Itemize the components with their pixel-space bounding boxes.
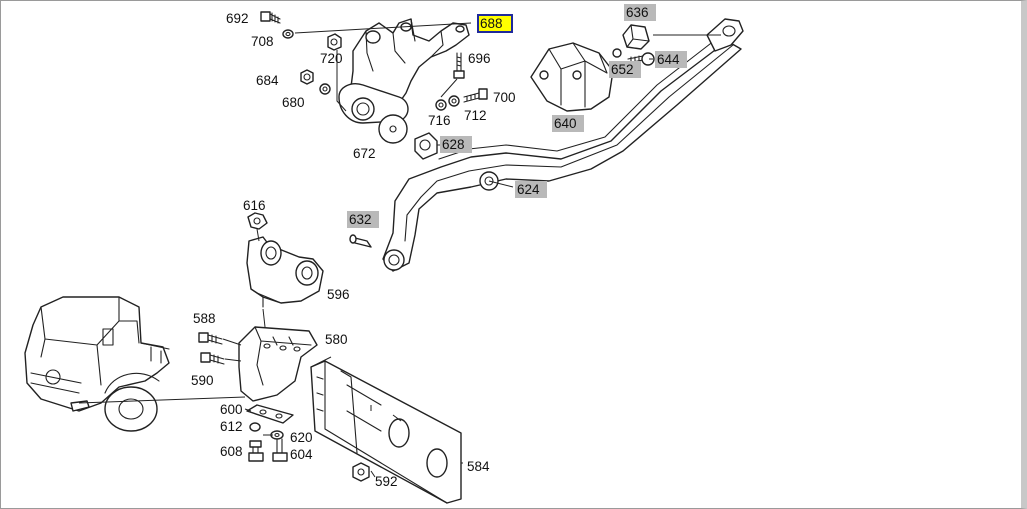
part-number-620: 620 [290,430,313,445]
part-number-580: 580 [325,332,348,347]
mounting-bracket-688-drawing [338,18,470,124]
part-number-616: 616 [243,198,266,213]
leader-lines-top [294,22,472,112]
pin-632-drawing [349,234,372,248]
plate-and-fasteners-drawing [246,404,294,462]
part-number-592: 592 [375,474,398,489]
part-number-680: 680 [282,95,305,110]
hanger-bracket-596-drawing [246,212,324,308]
truck-illustration [24,296,246,432]
part-label-644-highlight [655,51,687,68]
part-label-688-highlight [477,14,513,33]
part-number-588: 588 [193,311,216,326]
part-label-592[interactable]: 592 [375,474,398,489]
part-number-652: 652 [611,62,634,77]
part-number-644: 644 [657,52,680,67]
part-number-584: 584 [467,459,490,474]
part-number-708: 708 [251,34,274,49]
part-number-636: 636 [626,5,649,20]
part-label-644[interactable]: 644 [655,51,687,68]
part-label-616[interactable]: 616 [243,198,266,213]
part-label-580[interactable]: 580 [325,332,348,347]
part-label-700[interactable]: 700 [493,90,516,105]
part-label-652[interactable]: 652 [609,61,641,78]
part-number-604: 604 [290,447,313,462]
part-label-640-highlight [552,115,584,132]
part-label-640[interactable]: 640 [552,115,584,132]
part-label-688[interactable]: 688 [477,14,513,33]
part-number-692: 692 [226,11,249,26]
part-number-612: 612 [220,419,243,434]
part-label-684[interactable]: 684 [256,73,279,88]
part-label-628-highlight [440,136,472,153]
part-number-684: 684 [256,73,279,88]
part-label-636[interactable]: 636 [624,4,656,21]
part-label-608[interactable]: 608 [220,444,243,459]
part-label-624[interactable]: 624 [515,181,547,198]
part-label-652-highlight [609,61,641,78]
part-number-672: 672 [353,146,376,161]
part-number-624: 624 [517,182,540,197]
bushing-628-drawing [414,132,438,160]
rubber-mount-640-drawing [530,42,614,112]
part-label-624-highlight [515,181,547,198]
part-number-596: 596 [327,287,350,302]
part-label-604[interactable]: 604 [290,447,313,462]
part-number-720: 720 [320,51,343,66]
part-label-636-highlight [624,4,656,21]
bolts-588-590-drawing [198,332,225,365]
part-number-712: 712 [464,108,487,123]
part-label-712[interactable]: 712 [464,108,487,123]
part-label-680[interactable]: 680 [282,95,305,110]
part-label-720[interactable]: 720 [320,51,343,66]
part-label-620[interactable]: 620 [290,430,313,445]
bracket-580-drawing [238,308,318,402]
leader-lines-bottom [222,338,463,478]
part-number-688: 688 [480,16,503,31]
part-number-628: 628 [442,137,465,152]
spring-assembly-624-drawing [382,18,744,272]
part-label-692[interactable]: 692 [226,11,249,26]
part-number-700: 700 [493,90,516,105]
part-label-632-highlight [347,211,379,228]
part-label-588[interactable]: 588 [193,311,216,326]
part-number-608: 608 [220,444,243,459]
part-number-640: 640 [554,116,577,131]
part-number-600: 600 [220,402,243,417]
part-label-716[interactable]: 716 [428,113,451,128]
frame-rail-584-drawing [310,360,462,504]
part-label-708[interactable]: 708 [251,34,274,49]
part-number-696: 696 [468,51,491,66]
part-label-612[interactable]: 612 [220,419,243,434]
part-label-672[interactable]: 672 [353,146,376,161]
stop-block-636-drawing [612,24,655,66]
part-label-628[interactable]: 628 [440,136,472,153]
part-label-696[interactable]: 696 [468,51,491,66]
part-number-716: 716 [428,113,451,128]
part-number-632: 632 [349,212,372,227]
bracket-hardware-drawing [260,11,488,144]
part-number-590: 590 [191,373,214,388]
part-label-632[interactable]: 632 [347,211,379,228]
part-label-590[interactable]: 590 [191,373,214,388]
part-label-596[interactable]: 596 [327,287,350,302]
part-label-584[interactable]: 584 [467,459,490,474]
part-label-600[interactable]: 600 [220,402,243,417]
